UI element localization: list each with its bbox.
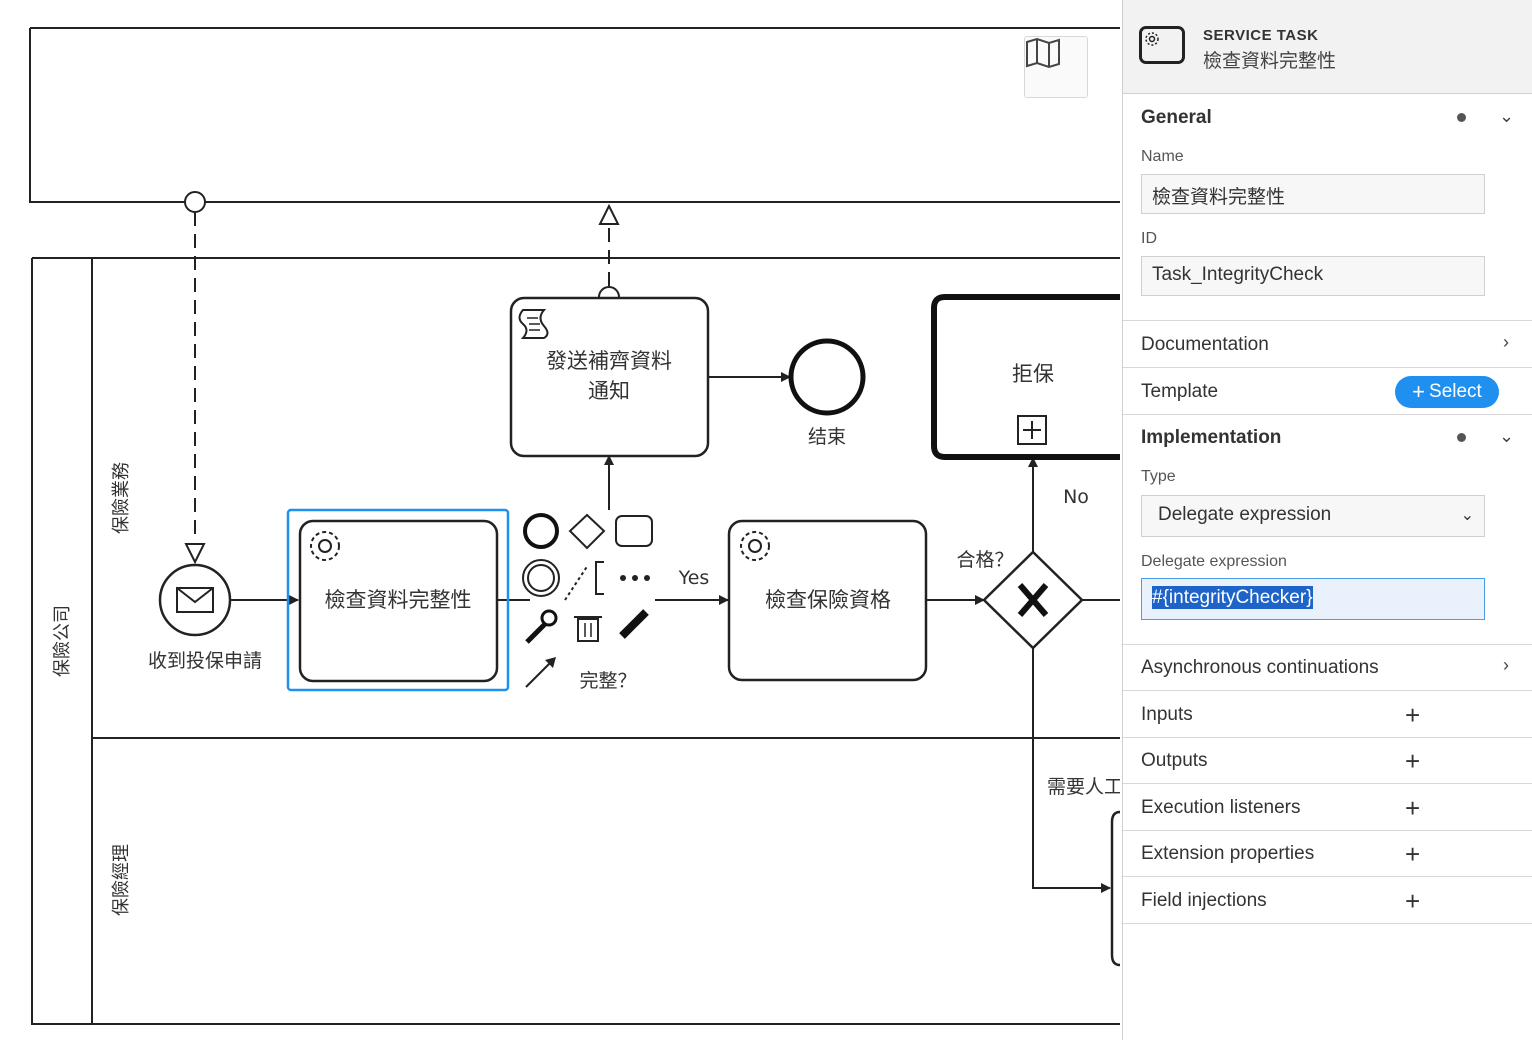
delegate-expression-field[interactable]: #{integrityChecker} xyxy=(1141,578,1485,620)
divider xyxy=(1123,414,1532,415)
divider xyxy=(1123,737,1532,738)
type-label: Type xyxy=(1141,468,1176,485)
field-injections-group-title[interactable]: Field injections xyxy=(1141,890,1267,911)
chevron-down-icon[interactable]: ⌄ xyxy=(1499,426,1515,446)
notify-label-line2: 通知 xyxy=(588,379,630,403)
script-icon xyxy=(518,309,549,339)
name-label: Name xyxy=(1141,148,1184,165)
divider xyxy=(1123,923,1532,924)
append-intermediate-event-icon[interactable] xyxy=(522,559,560,597)
add-field-injection-icon[interactable]: + xyxy=(1405,886,1421,916)
exclusive-gateway[interactable] xyxy=(982,550,1084,650)
task-send-notification[interactable]: 發送補齊資料 通知 xyxy=(509,296,710,458)
gear-icon xyxy=(310,531,340,561)
yes-label: Yes xyxy=(678,567,710,589)
end-event-label: 结束 xyxy=(808,426,846,448)
task-label: 拒保 xyxy=(1012,362,1054,386)
outputs-group-title[interactable]: Outputs xyxy=(1141,750,1208,771)
task-integrity-check[interactable]: 檢查資料完整性 xyxy=(286,508,510,692)
connect-arrow-icon[interactable] xyxy=(525,657,556,688)
service-task-gear-icon xyxy=(1139,26,1185,64)
delegate-expression-value: #{integrityChecker} xyxy=(1152,586,1313,609)
map-icon xyxy=(1026,37,1060,69)
task-label: 檢查資料完整性 xyxy=(325,588,472,612)
chevron-right-icon[interactable]: › xyxy=(1503,332,1509,352)
extension-properties-group-title[interactable]: Extension properties xyxy=(1141,843,1315,864)
notify-label-line1: 發送補齊資料 xyxy=(546,349,672,373)
divider xyxy=(1123,876,1532,877)
more-options-icon[interactable] xyxy=(620,575,650,581)
add-extension-property-icon[interactable]: + xyxy=(1405,839,1421,869)
element-type: SERVICE TASK xyxy=(1203,27,1319,44)
manual-label: 需要人工 xyxy=(1047,776,1120,798)
task-manual-review[interactable] xyxy=(1110,810,1120,967)
message-flow-outgoing[interactable] xyxy=(598,203,620,308)
call-activity-reject[interactable]: 拒保 xyxy=(931,294,1120,460)
id-field[interactable]: Task_IntegrityCheck xyxy=(1141,256,1485,296)
name-field[interactable]: 檢查資料完整性 xyxy=(1141,174,1485,214)
divider xyxy=(1123,690,1532,691)
message-flow-incoming[interactable] xyxy=(184,191,206,565)
envelope-icon xyxy=(176,587,214,613)
select-button-label: Select xyxy=(1429,381,1482,402)
text-annotation-icon[interactable] xyxy=(564,561,604,601)
type-select-value: Delegate expression xyxy=(1158,504,1332,525)
plus-icon: + xyxy=(1412,379,1426,404)
execution-listeners-group-title[interactable]: Execution listeners xyxy=(1141,797,1301,818)
chevron-down-icon: ⌄ xyxy=(1460,507,1474,524)
general-data-indicator xyxy=(1457,113,1466,122)
collapsed-pool[interactable] xyxy=(29,27,1120,203)
add-output-icon[interactable]: + xyxy=(1405,746,1421,776)
exclusive-gateway-x-icon xyxy=(1017,583,1049,617)
divider xyxy=(1123,320,1532,321)
async-continuations-group-title[interactable]: Asynchronous continuations xyxy=(1141,657,1379,678)
insurance-company-pool[interactable]: 保險公司 保險業務 保險經理 xyxy=(31,257,1120,1025)
add-input-icon[interactable]: + xyxy=(1405,700,1421,730)
divider xyxy=(1123,644,1532,645)
general-group-title[interactable]: General xyxy=(1141,107,1212,128)
divider xyxy=(1123,830,1532,831)
pool-label: 保險公司 xyxy=(52,605,73,677)
inputs-group-title[interactable]: Inputs xyxy=(1141,704,1193,725)
panel-header: SERVICE TASK 檢查資料完整性 xyxy=(1123,0,1532,94)
divider xyxy=(1123,783,1532,784)
delegate-expression-label: Delegate expression xyxy=(1141,553,1287,570)
task-label: 檢查保險資格 xyxy=(765,588,891,612)
trash-icon[interactable] xyxy=(574,616,602,642)
element-name: 檢查資料完整性 xyxy=(1203,51,1337,72)
lane-label-business: 保險業務 xyxy=(111,462,132,534)
wrench-icon[interactable] xyxy=(525,609,558,644)
add-execution-listener-icon[interactable]: + xyxy=(1405,793,1421,823)
color-picker-icon[interactable] xyxy=(619,609,649,639)
lane-label-manager: 保險經理 xyxy=(111,844,132,916)
task-check-eligibility[interactable]: 檢查保險資格 xyxy=(727,519,928,682)
flow-manual[interactable] xyxy=(1032,648,1111,893)
message-start-event[interactable]: 收到投保申請 xyxy=(148,563,262,672)
minimap-toggle-button[interactable] xyxy=(1024,36,1088,98)
documentation-group-title[interactable]: Documentation xyxy=(1141,334,1269,355)
append-task-icon[interactable] xyxy=(615,515,653,547)
append-end-event-icon[interactable] xyxy=(523,513,559,549)
end-event[interactable]: 结束 xyxy=(788,338,866,448)
properties-panel: SERVICE TASK 檢查資料完整性 General ⌄ Name 檢查資料… xyxy=(1122,0,1532,1040)
plus-box-icon xyxy=(1017,415,1047,445)
template-group-title[interactable]: Template xyxy=(1141,381,1219,402)
template-select-button[interactable]: + Select xyxy=(1395,376,1499,408)
id-label: ID xyxy=(1141,230,1157,247)
bpmn-canvas[interactable]: 保險公司 保險業務 保險經理 收到投保申請 xyxy=(0,0,1120,1040)
gateway-question-label: 完整？ xyxy=(579,670,636,692)
implementation-data-indicator xyxy=(1457,433,1466,442)
implementation-type-select[interactable]: Delegate expression ⌄ xyxy=(1141,495,1485,537)
gear-icon xyxy=(740,531,770,561)
divider xyxy=(1123,367,1532,368)
no-label: No xyxy=(1063,486,1089,508)
chevron-right-icon[interactable]: › xyxy=(1503,655,1509,675)
append-gateway-icon[interactable] xyxy=(568,513,606,550)
qualified-question-label: 合格？ xyxy=(956,549,1013,571)
implementation-group-title[interactable]: Implementation xyxy=(1141,427,1282,448)
context-pad[interactable] xyxy=(522,513,653,688)
start-event-label: 收到投保申請 xyxy=(148,650,262,672)
chevron-down-icon[interactable]: ⌄ xyxy=(1499,106,1515,126)
